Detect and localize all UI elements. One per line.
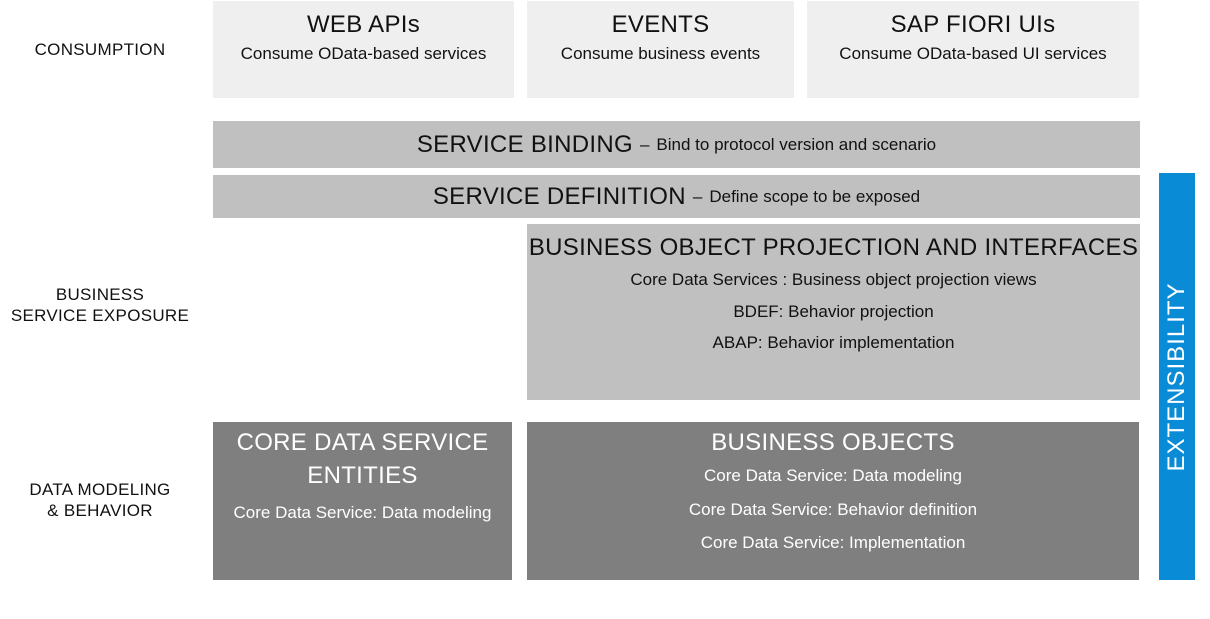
layer-label-data-modeling: DATA MODELING & BEHAVIOR: [0, 479, 200, 521]
layer-label-line: SERVICE EXPOSURE: [10, 306, 190, 325]
cds-entities-title: CORE DATA SERVICE: [236, 429, 489, 456]
service-definition-bar: SERVICE DEFINITION – Define scope to be …: [213, 175, 1140, 218]
cds-entities-desc: Core Data Service: Data modeling: [233, 503, 492, 522]
bo-projection-line: ABAP: Behavior implementation: [712, 333, 955, 352]
bo-projection-line: BDEF: Behavior projection: [733, 302, 934, 321]
sap-fiori-desc: Consume OData-based UI services: [839, 44, 1107, 63]
service-binding-separator: –: [639, 134, 650, 154]
sap-fiori-title: SAP FIORI UIs: [890, 11, 1056, 38]
service-definition-desc: Define scope to be exposed: [709, 186, 921, 206]
service-binding-title: SERVICE BINDING: [416, 130, 633, 158]
web-apis-title: WEB APIs: [306, 11, 421, 38]
layer-label-service-exposure: BUSINESS SERVICE EXPOSURE: [0, 284, 200, 326]
business-objects-box: BUSINESS OBJECTS Core Data Service: Data…: [527, 422, 1139, 580]
layer-label-line: CONSUMPTION: [34, 40, 166, 59]
layer-label-line: BUSINESS: [55, 285, 145, 304]
cds-entities-box: CORE DATA SERVICE ENTITIES Core Data Ser…: [213, 422, 512, 580]
business-objects-title: BUSINESS OBJECTS: [711, 429, 955, 456]
business-objects-line: Core Data Service: Behavior definition: [688, 500, 978, 519]
layer-label-line: DATA MODELING: [29, 480, 171, 499]
web-apis-box: WEB APIs Consume OData-based services: [213, 1, 514, 98]
sap-fiori-box: SAP FIORI UIs Consume OData-based UI ser…: [807, 1, 1139, 98]
business-objects-line: Core Data Service: Implementation: [700, 533, 966, 552]
layer-label-line: & BEHAVIOR: [47, 501, 153, 520]
cds-entities-title: ENTITIES: [307, 462, 418, 489]
events-desc: Consume business events: [560, 44, 761, 63]
bo-projection-line: Core Data Services : Business object pro…: [630, 270, 1037, 289]
layer-label-consumption: CONSUMPTION: [0, 39, 200, 60]
extensibility-bar: EXTENSIBILITY: [1159, 173, 1195, 580]
service-binding-desc: Bind to protocol version and scenario: [656, 134, 937, 154]
extensibility-label: EXTENSIBILITY: [1163, 282, 1190, 472]
business-objects-line: Core Data Service: Data modeling: [704, 466, 962, 485]
bo-projection-title: BUSINESS OBJECT PROJECTION AND INTERFACE…: [528, 234, 1139, 261]
web-apis-desc: Consume OData-based services: [240, 44, 487, 63]
service-definition-separator: –: [692, 186, 703, 206]
service-definition-title: SERVICE DEFINITION: [432, 182, 686, 210]
events-box: EVENTS Consume business events: [527, 1, 794, 98]
events-title: EVENTS: [611, 11, 710, 38]
bo-projection-box: BUSINESS OBJECT PROJECTION AND INTERFACE…: [527, 224, 1140, 400]
service-binding-bar: SERVICE BINDING – Bind to protocol versi…: [213, 121, 1140, 168]
